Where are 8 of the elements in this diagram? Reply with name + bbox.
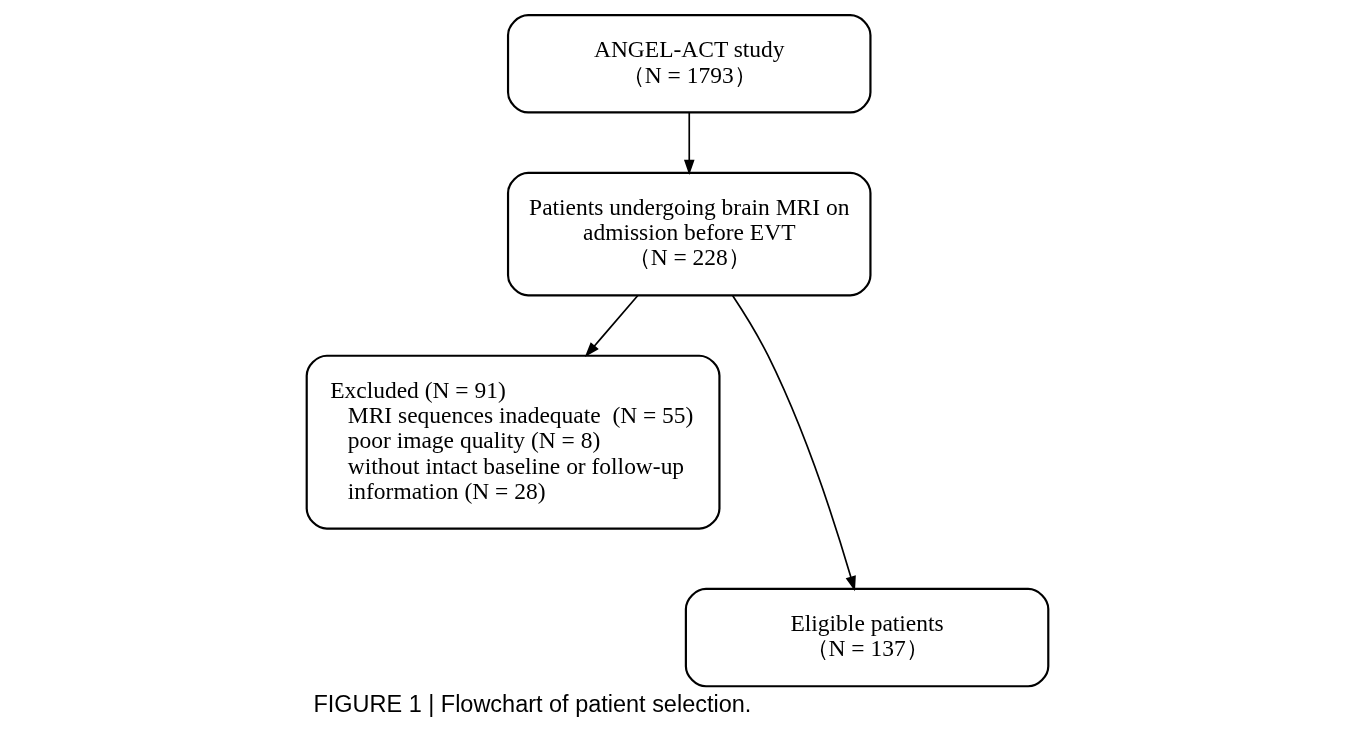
caption: FIGURE 1 | Flowchart of patient selection. — [313, 690, 752, 717]
arrow — [683, 112, 695, 175]
node-box: Patients undergoing brain MRI on admission before EVT （N = 228） — [506, 171, 872, 297]
arrow — [731, 294, 856, 592]
node-box: Excluded (N = 91) MRI sequences inadequate (N = 55) poor image quality (N = 8) without intact baseline or follow-up information (N = 28) — [305, 354, 721, 530]
node-box: Eligible patients （N = 137） — [684, 587, 1050, 688]
node-box: ANGEL-ACT study （N = 1793） — [506, 14, 872, 114]
arrow — [584, 294, 639, 358]
